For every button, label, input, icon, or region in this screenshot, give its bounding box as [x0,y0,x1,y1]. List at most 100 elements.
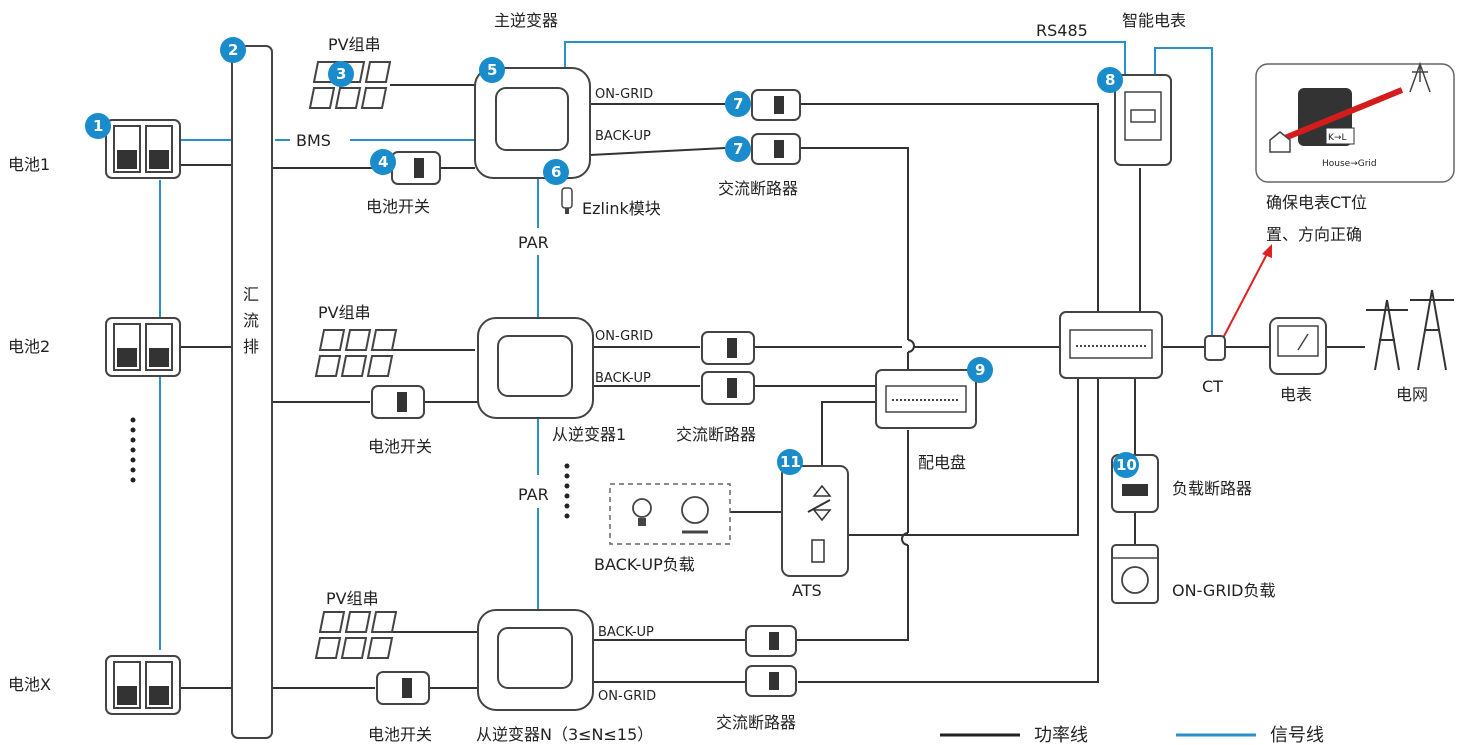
ongrid-load-label: ON-GRID负载 [1172,581,1275,600]
ac-breaker-slave1-backup [701,371,755,405]
meter-label: 电表 [1280,385,1312,404]
main-inverter-label: 主逆变器 [494,11,558,30]
battery-switch-1 [391,151,441,185]
badge-8: 8 [1097,67,1123,93]
battery-switch-3-label: 电池开关 [368,725,432,744]
badge-3: 3 [328,61,354,87]
ats-label: ATS [792,581,822,600]
battery-switch-2-label: 电池开关 [368,437,432,456]
ac-breaker-main-backup [751,133,801,165]
legend: 功率线 信号线 [940,725,1324,745]
battery-ellipsis [130,417,136,483]
battery-x [105,655,181,715]
busbar [231,45,273,739]
ct-red-arrow [1221,244,1272,341]
busbar-label-3: 排 [243,337,259,356]
svg-text:7: 7 [733,140,743,158]
svg-text:7: 7 [733,95,743,113]
tower-icon [1409,61,1431,93]
ac-breaker-2-label: 交流断路器 [676,425,756,444]
ct-inset-house-grid-label: House→Grid [1322,159,1377,169]
svg-text:3: 3 [336,65,346,83]
badge-9: 9 [967,357,993,383]
ac-breaker-main-ongrid [751,89,801,121]
badge-7b: 7 [725,136,751,162]
svg-text:2: 2 [228,41,238,59]
ezlink-label: Ezlink模块 [582,199,661,218]
main-on-grid-label: ON-GRID [595,87,653,102]
legend-signal-label: 信号线 [1270,725,1324,745]
ct-inset: K→L House→Grid [1255,61,1455,183]
ac-breaker-1-label: 交流断路器 [718,179,798,198]
battery-x-label: 电池X [8,675,51,694]
signal-lines [159,41,1213,650]
slave-inverter-1-label: 从逆变器1 [552,425,626,444]
battery-1 [105,119,181,179]
bms-label: BMS [296,131,331,150]
busbar-label-1: 汇 [243,285,259,304]
svg-text:9: 9 [975,361,985,379]
slave1-on-grid-label: ON-GRID [595,329,653,344]
slave-inverter-n-label: 从逆变器N（3≤N≤15） [476,725,653,744]
slave-inverter-1 [477,317,594,419]
ct-label: CT [1202,377,1223,396]
badge-11: 11 [777,449,803,475]
svg-text:1: 1 [93,117,103,135]
grid-tower-icon [1366,289,1454,371]
rs485-label: RS485 [1036,21,1088,40]
smart-meter [1114,74,1172,166]
par-label-2: PAR [518,485,549,504]
battery-switch-2 [371,385,425,419]
pv-string-2-label: PV组串 [318,303,371,322]
main-back-up-label: BACK-UP [595,129,651,144]
battery-2-label: 电池2 [8,337,50,356]
slave-inverter-n [477,609,594,711]
svg-text:6: 6 [551,163,561,181]
battery-1-label: 电池1 [8,155,50,174]
pv-string-3-label: PV组串 [326,589,379,608]
slaven-back-up-label: BACK-UP [598,625,654,640]
badges: 1 2 3 4 5 6 7 7 8 9 10 11 [85,37,1139,478]
ac-breaker-slaven-ongrid [745,665,797,697]
svg-text:11: 11 [780,453,801,471]
washing-machine-icon [1111,544,1159,604]
busbar-label-2: 流 [243,311,259,330]
grid-label: 电网 [1396,385,1428,404]
battery-switch-1-label: 电池开关 [366,197,430,216]
smart-meter-label: 智能电表 [1122,11,1186,30]
badge-4: 4 [370,149,396,175]
pv-string-3 [314,611,398,659]
ct-note-line2: 置、方向正确 [1266,225,1362,244]
ezlink-module [561,187,573,214]
main-inverter [474,67,591,179]
svg-text:4: 4 [378,153,388,171]
badge-7a: 7 [725,91,751,117]
backup-load-box [609,483,731,545]
legend-power-label: 功率线 [1034,725,1088,745]
pv-string-1-label: PV组串 [328,35,381,54]
svg-text:5: 5 [487,61,497,79]
svg-text:8: 8 [1105,71,1115,89]
badge-6: 6 [543,159,569,185]
pv-string-2 [314,329,398,377]
ac-breaker-slave1-ongrid [701,331,755,365]
battery-2 [105,317,181,377]
badge-5: 5 [479,57,505,83]
load-breaker-label: 负载断路器 [1172,479,1252,498]
slave1-back-up-label: BACK-UP [595,371,651,386]
ac-breaker-slaven-backup [745,625,797,657]
slaven-on-grid-label: ON-GRID [598,689,656,704]
house-icon [1269,131,1291,153]
inverter-ellipsis [564,463,570,519]
ct-inset-kl-label: K→L [1328,133,1346,143]
main-distribution-panel [1059,311,1163,379]
battery-switch-3 [376,671,430,705]
badge-2: 2 [220,37,246,63]
light-bulb-base [638,518,646,526]
grid-meter [1269,317,1327,375]
par-label-1: PAR [518,233,549,252]
ct-note-line1: 确保电表CT位 [1266,193,1367,212]
backup-load-label: BACK-UP负载 [594,555,695,574]
light-bulb-icon [632,498,652,518]
